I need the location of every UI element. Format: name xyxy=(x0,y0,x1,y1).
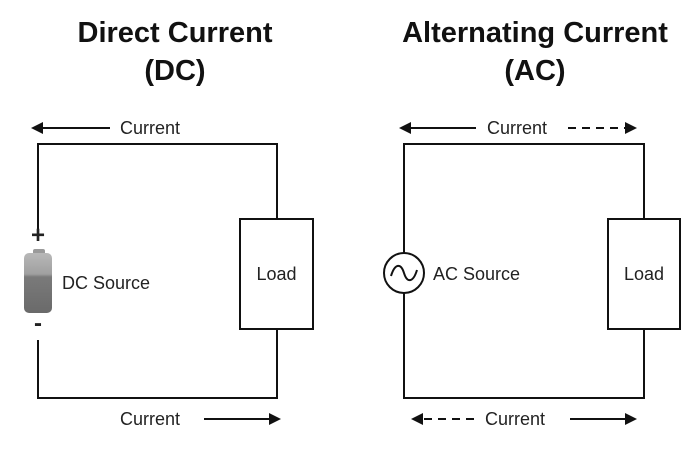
ac-title-line2: (AC) xyxy=(504,55,566,87)
ac-source-label: AC Source xyxy=(433,264,520,284)
battery-icon xyxy=(24,249,52,313)
dc-current-top-label: Current xyxy=(120,118,180,138)
dc-source-label: DC Source xyxy=(62,273,150,293)
dc-wire-top xyxy=(37,143,278,237)
dc-load-label: Load xyxy=(256,264,296,284)
ac-title-line1: Alternating Current xyxy=(402,17,668,49)
dc-minus-sign: - xyxy=(34,310,42,337)
ac-source-icon xyxy=(383,252,425,294)
dc-title-line2: (DC) xyxy=(144,55,206,87)
dc-circuit: Load + - DC Source Current Current xyxy=(24,118,314,429)
ac-load-label: Load xyxy=(624,264,664,284)
dc-wire-bottom xyxy=(37,329,278,399)
ac-load-box xyxy=(607,218,681,330)
dc-title: Direct Current (DC) xyxy=(20,14,330,90)
ac-title: Alternating Current (AC) xyxy=(370,14,700,90)
dc-title-line1: Direct Current xyxy=(77,17,273,49)
ac-current-top-label: Current xyxy=(487,118,547,138)
ac-circuit: AC Source Load Current Current xyxy=(383,118,681,429)
ac-wire-top xyxy=(403,143,645,253)
ac-wire-bottom xyxy=(403,293,645,399)
dc-plus-sign: + xyxy=(31,222,45,249)
ac-current-bottom-label: Current xyxy=(485,409,545,429)
dc-current-bottom-label: Current xyxy=(120,409,180,429)
dc-load-box xyxy=(239,218,314,330)
